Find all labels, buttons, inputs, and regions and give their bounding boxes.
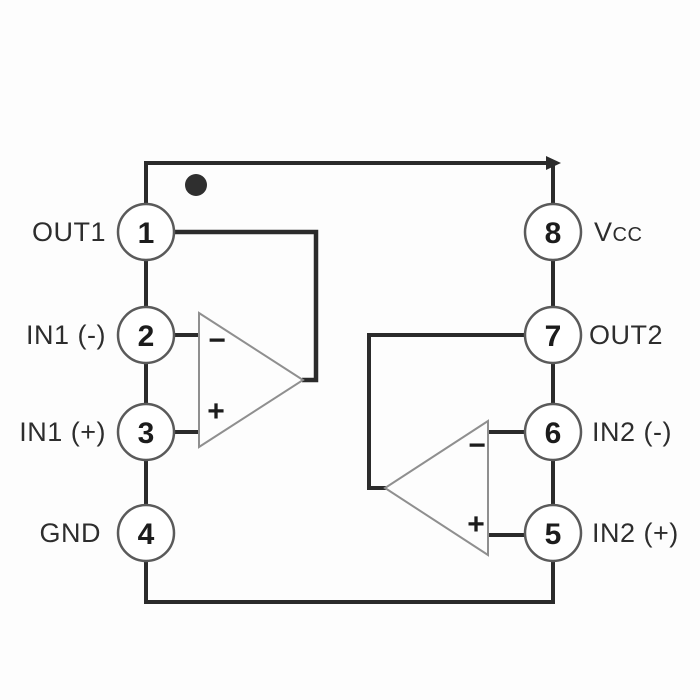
pin-circle-4	[116, 503, 176, 563]
pin-number-7: 7	[545, 320, 562, 353]
pin-label-vcc: VCC	[594, 217, 642, 247]
pin-label-in2-plus: IN2 (+)	[592, 518, 679, 548]
opamp1-noninverting-sign: +	[207, 395, 225, 428]
opamp1-inverting-sign: −	[208, 324, 226, 357]
pin-circle-7	[523, 305, 583, 365]
pin-labels: OUT1 IN1 (-) IN1 (+) GND VCC OUT2 IN2 (-…	[19, 217, 679, 548]
pin-label-in1-plus: IN1 (+)	[19, 417, 106, 447]
pin1-indicator-dot-icon	[185, 174, 207, 196]
pin-circle-2	[116, 305, 176, 365]
pin-label-vcc-main: V	[594, 217, 613, 247]
pin-circle-group	[116, 202, 583, 563]
pin-circle-5	[523, 503, 583, 563]
opamp2-triangle	[383, 419, 489, 557]
pin-number-4: 4	[138, 518, 155, 551]
ic-outline-top	[144, 161, 555, 205]
pin-number-5: 5	[545, 518, 562, 551]
pin-label-gnd: GND	[40, 518, 102, 548]
pin-label-in1-minus: IN1 (-)	[26, 320, 106, 350]
opamp2-noninverting-sign: +	[467, 508, 485, 541]
pin-circle-1	[116, 202, 176, 262]
pin-label-vcc-sub: CC	[613, 224, 643, 246]
opamp-group	[198, 311, 489, 557]
wire-opamp2-output-pin7	[367, 333, 525, 490]
pin-number-1: 1	[138, 217, 155, 250]
pin-circles	[116, 202, 583, 563]
opamp-signs: − + − +	[207, 324, 486, 541]
pin-label-out2: OUT2	[589, 320, 663, 350]
pin-circle-3	[116, 402, 176, 462]
pin-label-out1: OUT1	[32, 217, 106, 247]
pin-numbers: 1 2 3 4 8 7 6 5	[138, 217, 562, 551]
ic-outline-bottom	[144, 561, 555, 604]
wire-opamp1-output-pin1	[174, 229, 319, 383]
pin-circle-8	[523, 202, 583, 262]
opamp2-inverting-sign: −	[468, 429, 486, 462]
top-right-arrowhead-icon	[546, 156, 561, 170]
pin-circle-6	[523, 402, 583, 462]
opamp1-triangle	[198, 311, 305, 449]
pin-label-in2-minus: IN2 (-)	[592, 417, 672, 447]
pin-number-8: 8	[545, 217, 562, 250]
pin-number-2: 2	[138, 320, 155, 353]
pin-number-3: 3	[138, 417, 155, 450]
pin-number-6: 6	[545, 417, 562, 450]
wire-group	[144, 161, 555, 604]
